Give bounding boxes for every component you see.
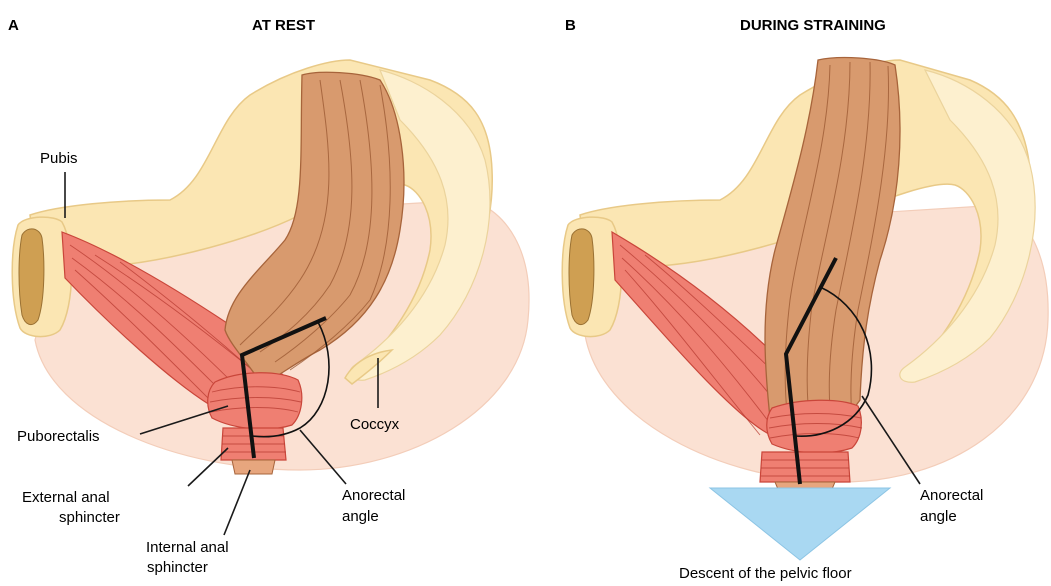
pubis-label: Pubis (40, 150, 78, 167)
puborectalis-label: Puborectalis (17, 428, 100, 445)
anorectal-angle-label-b-line1: Anorectal (920, 487, 983, 504)
descent-arrow (710, 488, 890, 560)
panel-a: A AT REST (8, 17, 529, 576)
external-anal-sphincter-b (760, 452, 850, 482)
pubis-cartilage-b (569, 229, 594, 325)
puborectalis-band-a (208, 373, 302, 429)
pubis-cartilage-a (19, 229, 44, 325)
internal-sphincter-label-line1: Internal anal (146, 539, 229, 556)
anorectal-angle-label-a-line1: Anorectal (342, 487, 405, 504)
external-sphincter-label-line2: sphincter (59, 509, 120, 526)
external-sphincter-label-line1: External anal (22, 489, 110, 506)
coccyx-label: Coccyx (350, 416, 400, 433)
panel-a-title: AT REST (252, 17, 315, 34)
internal-sphincter-leader (224, 470, 250, 535)
panel-b-title: DURING STRAINING (740, 17, 886, 34)
panel-a-letter: A (8, 17, 19, 34)
puborectalis-band-b (767, 400, 862, 453)
anorectal-angle-label-b-line2: angle (920, 508, 957, 525)
anorectal-angle-label-a-line2: angle (342, 508, 379, 525)
descent-label: Descent of the pelvic floor (679, 565, 852, 582)
panel-b-letter: B (565, 17, 576, 34)
panel-b: B DURING STRAINING (562, 17, 1048, 582)
internal-sphincter-label-line2: sphincter (147, 559, 208, 576)
internal-anal-sphincter-a (232, 460, 275, 474)
